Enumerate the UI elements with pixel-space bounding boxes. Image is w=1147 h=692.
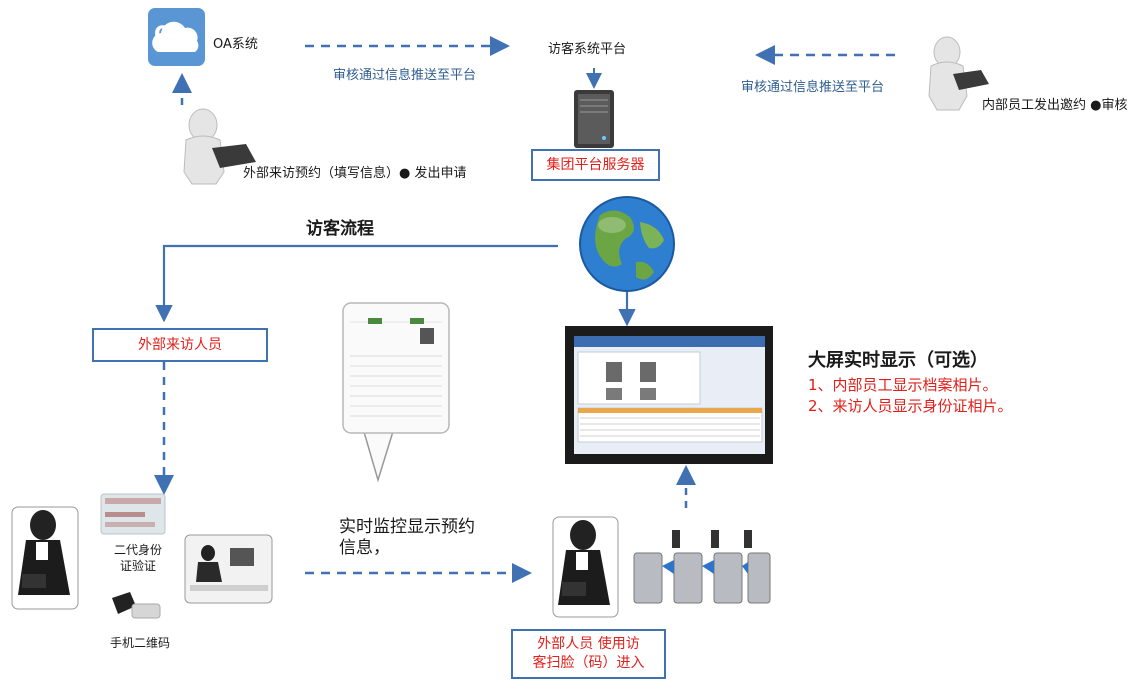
oa-system-label: OA系统	[213, 37, 258, 52]
big-screen-item: 1、内部员工显示档案相片。	[808, 376, 998, 394]
internal-employee-label: 内部员工发出邀约 ●审核	[982, 98, 1128, 113]
globe-icon	[579, 196, 675, 292]
push-note-right: 审核通过信息推送至平台	[741, 80, 885, 95]
external-booking-label: 外部来访预约（填写信息）● 发出申请	[243, 166, 467, 181]
entry-box: 外部人员 使用访 客扫脸（码）进入	[511, 629, 666, 679]
server-box: 集团平台服务器	[531, 149, 660, 181]
server-icon	[574, 90, 614, 148]
push-note-left: 审核通过信息推送至平台	[333, 68, 477, 83]
qr-code-label: 手机二维码	[110, 636, 171, 650]
phone-preview	[342, 302, 450, 483]
big-screen-note: 大屏实时显示（可选） 1、内部员工显示档案相片。 2、来访人员显示身份证相片。	[808, 346, 1108, 416]
line-globe-to-visitor	[155, 244, 558, 323]
monitor-caption: 实时监控显示预约 信息，	[339, 517, 475, 559]
id-card-icon	[100, 493, 166, 535]
oa-cloud-icon	[148, 8, 205, 66]
external-booking-figure-icon	[183, 108, 256, 185]
visitor-figure-card	[11, 506, 79, 610]
external-visitor-box: 外部来访人员	[92, 328, 268, 362]
platform-label: 访客系统平台	[548, 42, 627, 57]
id-check-label: 二代身份 证验证	[113, 543, 162, 573]
flow-title: 访客流程	[306, 219, 374, 239]
entry-visitor-figure-card	[552, 516, 619, 618]
big-screen-item: 2、来访人员显示身份证相片。	[808, 397, 1013, 415]
internal-employee-figure-icon	[928, 36, 989, 111]
big-screen-monitor	[565, 326, 773, 464]
oa-logo-text: OA	[154, 22, 188, 46]
big-screen-title: 大屏实时显示（可选）	[808, 350, 988, 371]
reception-photo	[184, 534, 273, 604]
turnstile-gates-icon	[633, 530, 771, 604]
qr-scanner-icon	[112, 592, 161, 619]
